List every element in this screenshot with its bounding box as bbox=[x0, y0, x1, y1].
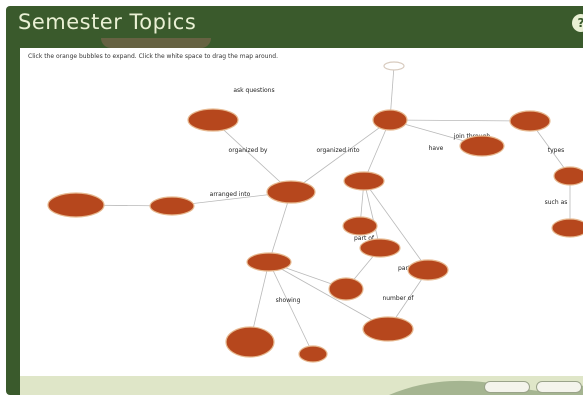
concept-map-canvas[interactable]: arranged into organized by organized into h… bbox=[20, 48, 583, 376]
link-label: organized by bbox=[229, 147, 268, 154]
map-edge bbox=[363, 180, 429, 271]
concept-node[interactable] bbox=[362, 316, 414, 342]
header-decoration bbox=[101, 38, 211, 48]
concept-node-bubble[interactable] bbox=[225, 326, 275, 358]
concept-node-bubble[interactable] bbox=[187, 108, 239, 132]
concept-node-bubble[interactable] bbox=[553, 166, 583, 186]
instruction-text: Click the orange bubbles to expand. Clic… bbox=[28, 53, 278, 60]
concept-node[interactable] bbox=[328, 277, 364, 301]
concept-node[interactable] bbox=[266, 180, 316, 204]
concept-node-bubble[interactable] bbox=[149, 196, 195, 216]
map-edge bbox=[212, 119, 292, 193]
concept-node-bubble[interactable] bbox=[551, 218, 583, 238]
link-label: arranged into bbox=[210, 191, 251, 198]
concept-node[interactable] bbox=[509, 110, 551, 132]
concept-node[interactable] bbox=[383, 61, 405, 71]
map-edge bbox=[268, 261, 389, 330]
concept-node-bubble[interactable] bbox=[362, 316, 414, 342]
concept-node[interactable] bbox=[359, 238, 401, 258]
concept-node[interactable] bbox=[551, 218, 583, 238]
concept-node-bubble[interactable] bbox=[407, 259, 449, 281]
concept-node-bubble[interactable] bbox=[372, 109, 408, 131]
concept-node-bubble[interactable] bbox=[383, 61, 405, 71]
map-edge bbox=[389, 119, 531, 122]
concept-node[interactable] bbox=[407, 259, 449, 281]
footer-button-one[interactable] bbox=[484, 381, 530, 393]
concept-node-bubble[interactable] bbox=[459, 135, 505, 157]
concept-node-bubble[interactable] bbox=[343, 171, 385, 191]
concept-node-bubble[interactable] bbox=[342, 216, 378, 236]
link-label: part of bbox=[354, 235, 375, 242]
concept-node[interactable] bbox=[343, 171, 385, 191]
concept-node[interactable] bbox=[298, 345, 328, 363]
concept-node-bubble[interactable] bbox=[246, 252, 292, 272]
concept-node[interactable] bbox=[372, 109, 408, 131]
link-label: organized into bbox=[316, 147, 359, 154]
concept-node-bubble[interactable] bbox=[298, 345, 328, 363]
concept-node[interactable] bbox=[246, 252, 292, 272]
concept-node[interactable] bbox=[342, 216, 378, 236]
map-edge bbox=[290, 119, 391, 193]
link-label: such as bbox=[545, 199, 568, 206]
concept-node[interactable] bbox=[149, 196, 195, 216]
link-label: have bbox=[429, 145, 444, 152]
concept-node[interactable] bbox=[47, 192, 105, 218]
link-label: ask questions bbox=[233, 87, 274, 94]
link-label: number of bbox=[382, 295, 414, 302]
link-label: showing bbox=[276, 297, 301, 304]
link-label: types bbox=[548, 147, 565, 154]
link-label: join through bbox=[453, 133, 490, 140]
map-edge bbox=[363, 180, 381, 249]
map-edge bbox=[268, 261, 314, 355]
page-title: Semester Topics bbox=[18, 10, 197, 34]
footer-bar bbox=[20, 376, 583, 395]
concept-node[interactable] bbox=[553, 166, 583, 186]
concept-node-bubble[interactable] bbox=[509, 110, 551, 132]
concept-node[interactable] bbox=[187, 108, 239, 132]
concept-node-bubble[interactable] bbox=[328, 277, 364, 301]
concept-node-bubble[interactable] bbox=[47, 192, 105, 218]
concept-node-bubble[interactable] bbox=[359, 238, 401, 258]
help-icon[interactable]: ? bbox=[572, 14, 583, 32]
app-window: Semester Topics ? arranged into organized… bbox=[6, 6, 583, 395]
concept-node[interactable] bbox=[225, 326, 275, 358]
concept-node[interactable] bbox=[459, 135, 505, 157]
concept-map[interactable]: arranged into organized by organized into h… bbox=[20, 48, 583, 376]
map-edge bbox=[268, 191, 292, 263]
footer-button-two[interactable] bbox=[536, 381, 582, 393]
concept-node-bubble[interactable] bbox=[266, 180, 316, 204]
